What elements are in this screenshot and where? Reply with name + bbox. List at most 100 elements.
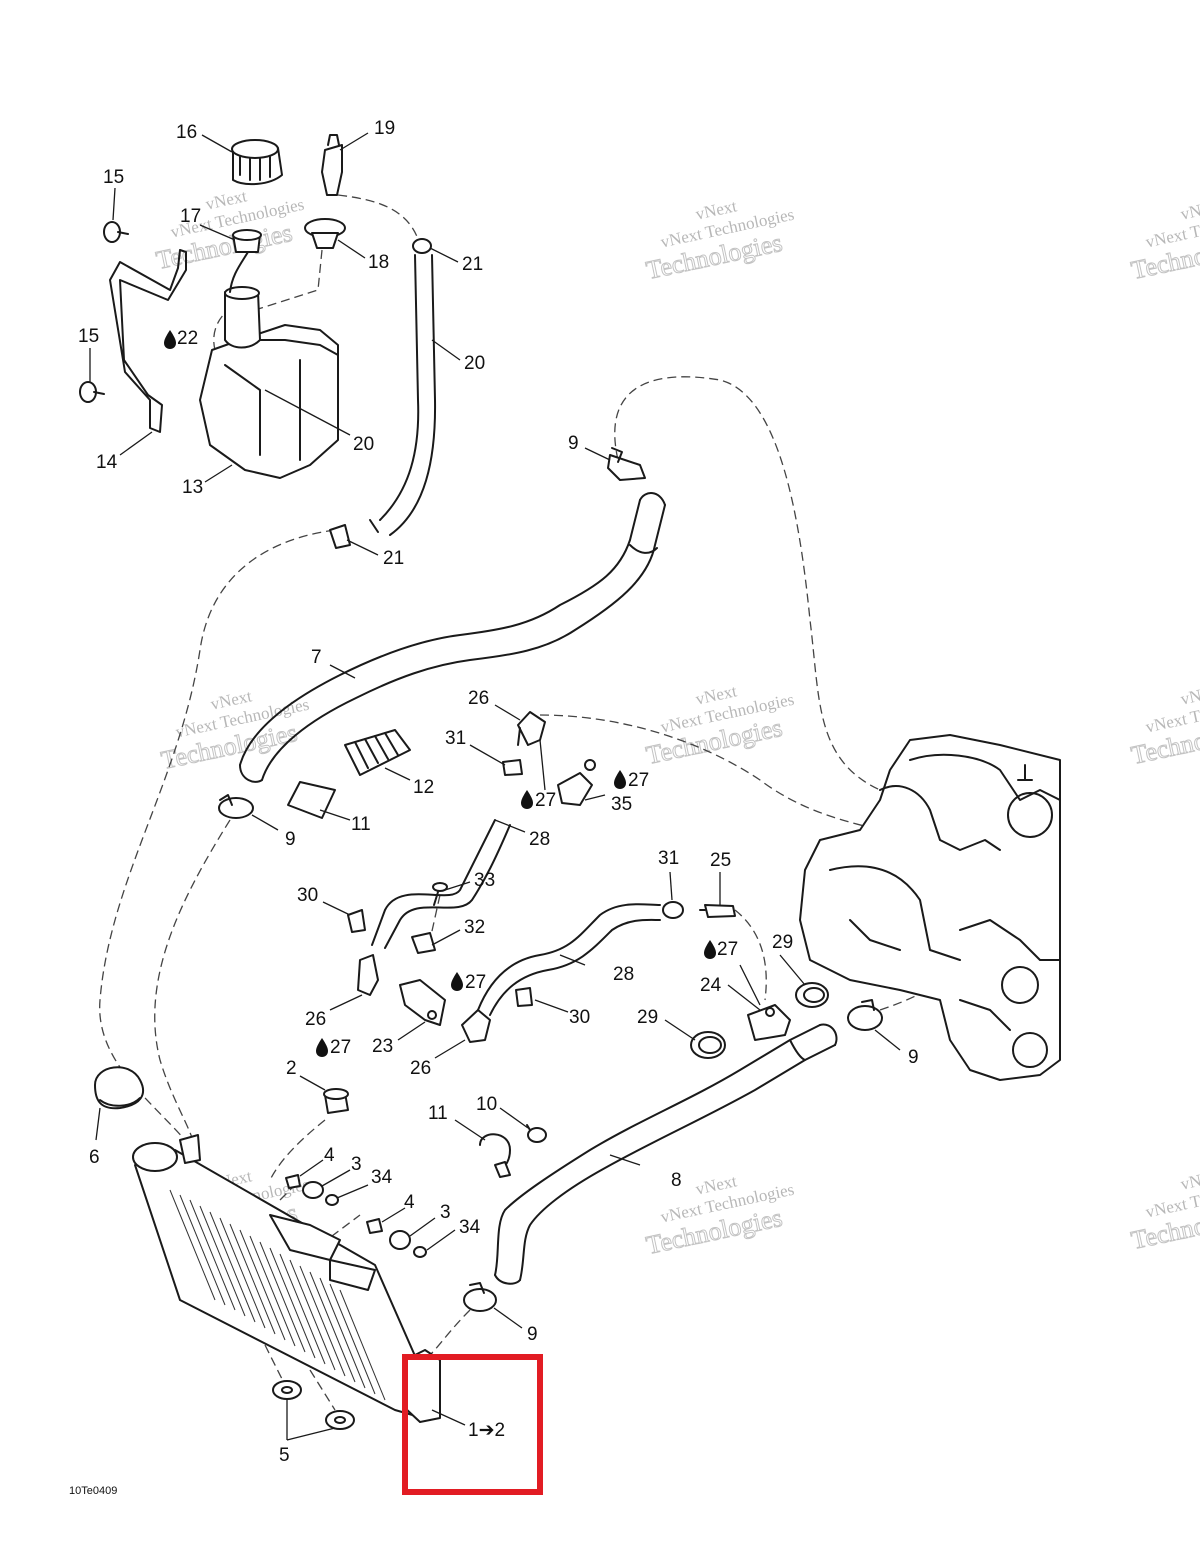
hose-28b-outline-2 xyxy=(489,918,661,1016)
reservoir-ridge-1 xyxy=(239,339,339,356)
mount-5-right xyxy=(325,1410,355,1430)
washer-34-upper xyxy=(325,1194,339,1206)
bracket-23-hole xyxy=(427,1010,437,1020)
grommet-3-lower xyxy=(389,1230,411,1250)
radiator-filler-neck xyxy=(132,1142,178,1172)
watermark-2: vNext vNext Technologies Technologies xyxy=(643,196,796,285)
tie-11-head xyxy=(494,1161,511,1178)
spacer-30-left xyxy=(347,909,366,933)
callout-30-right: 30 xyxy=(569,1007,590,1028)
dash-long-loop xyxy=(614,376,881,791)
callout-9-right: 9 xyxy=(908,1047,919,1068)
callout-13: 13 xyxy=(182,477,203,498)
dash-9-radiator xyxy=(429,1309,471,1356)
callout-3-upper: 3 xyxy=(351,1154,362,1175)
engine-bolt-stud xyxy=(1017,764,1033,781)
hose-28b-outline-1 xyxy=(477,903,661,1011)
radiator-fins xyxy=(169,1189,386,1401)
callout-33: 33 xyxy=(474,870,495,891)
hose-clamp-21-bottom xyxy=(329,524,351,549)
callout-25: 25 xyxy=(710,850,731,871)
hose-clamp-9-bottom xyxy=(463,1282,497,1312)
callout-14: 14 xyxy=(96,452,118,473)
engine-main-body xyxy=(799,734,1061,1081)
dash-grommet-2 xyxy=(309,1369,336,1411)
watermark-text-3a: vNext xyxy=(1179,196,1200,223)
callout-35: 35 xyxy=(611,794,632,815)
highlight-box xyxy=(402,1354,543,1495)
hardware-set-upper xyxy=(285,1174,339,1206)
tank-bracket xyxy=(109,249,187,433)
dash-31-25 xyxy=(734,909,767,1001)
callout-27-c: 27 xyxy=(465,972,486,993)
adapter-24-body xyxy=(747,1004,791,1041)
lower-hose-outline-2 xyxy=(519,1044,836,1281)
bypass-hose-28-lower xyxy=(477,903,661,1016)
tank-cap xyxy=(231,139,283,186)
dash-hardware-1 xyxy=(279,1179,301,1201)
drop-icon-27a xyxy=(521,790,533,809)
protective-sleeve-12 xyxy=(344,729,411,776)
watermark-5: vNext vNext Technologies Technologies xyxy=(643,681,796,770)
lower-hose-outline-1 xyxy=(494,1024,821,1276)
cap-6-body xyxy=(94,1066,145,1110)
callout-19: 19 xyxy=(374,118,395,139)
callout-26-top: 26 xyxy=(468,688,489,709)
callout-26-right: 26 xyxy=(410,1058,431,1079)
watermark-9: vNext vNext Technologies Technologies xyxy=(1128,1166,1200,1255)
callout-21-top: 21 xyxy=(462,254,483,275)
leader-lines xyxy=(89,132,901,1441)
lower-hose-end-top xyxy=(819,1023,838,1046)
clamp-9-bottom-screw xyxy=(469,1282,485,1294)
watermark-text-6a: vNext xyxy=(1179,681,1200,708)
drop-icon-27c xyxy=(451,972,463,991)
clamp-29-left-body xyxy=(690,1031,726,1059)
callout-5: 5 xyxy=(279,1445,290,1466)
callout-6: 6 xyxy=(89,1147,100,1168)
callout-7: 7 xyxy=(311,647,322,668)
breather-hose-outline-2 xyxy=(389,254,437,536)
callout-20-tank: 20 xyxy=(353,434,374,455)
watermark-3: vNext vNext Technologies Technologies xyxy=(1128,196,1200,285)
dash-bolt-bracket xyxy=(429,894,441,941)
lower-hose-end-bottom xyxy=(494,1274,521,1285)
coolant-reservoir xyxy=(199,251,339,479)
breather-fitting-tip xyxy=(327,134,340,146)
callout-24: 24 xyxy=(700,975,722,996)
callout-10: 10 xyxy=(476,1094,497,1115)
sleeve-body xyxy=(344,729,411,776)
watermark-text-9a: vNext xyxy=(1179,1166,1200,1193)
callout-9-top: 9 xyxy=(568,433,579,454)
callout-11-top: 11 xyxy=(351,814,371,835)
radiator-top-inlet xyxy=(179,1134,201,1164)
tank-cap-ribs xyxy=(239,156,271,181)
tee-fitting-35 xyxy=(557,759,596,806)
upper-hose-end-top xyxy=(639,492,666,506)
callout-31-mid: 31 xyxy=(658,848,679,869)
grommet-3-upper xyxy=(302,1181,324,1199)
elbow-26-top xyxy=(517,711,546,746)
elbow-26-left xyxy=(357,954,379,996)
adapter-24-port xyxy=(765,1007,775,1017)
callout-23: 23 xyxy=(372,1036,393,1057)
engine-detail-4 xyxy=(879,785,1001,851)
watermark-1: vNext vNext Technologies Technologies xyxy=(153,186,306,275)
callout-27-d: 27 xyxy=(717,939,738,960)
callout-labels: 16 19 15 17 18 21 22 15 20 20 14 13 9 21… xyxy=(78,118,919,1466)
mount-5-left xyxy=(272,1380,302,1400)
upper-hose-outline-2 xyxy=(261,504,666,781)
spacer-4-upper xyxy=(285,1174,301,1189)
radiator-1 xyxy=(132,1134,441,1423)
elbow-left-body xyxy=(357,954,379,996)
callout-29-left: 29 xyxy=(637,1007,658,1028)
engine-detail-2 xyxy=(829,865,961,961)
reservoir-tube xyxy=(229,251,249,293)
breather-hose-outline-1 xyxy=(379,254,420,521)
callout-27-a: 27 xyxy=(535,790,556,811)
tank-grommet-body xyxy=(311,232,339,249)
bolt-33-shank xyxy=(433,891,439,906)
callout-22: 22 xyxy=(177,328,198,349)
clamp-9-right-body xyxy=(847,1005,883,1031)
rivet-bottom-shank xyxy=(93,391,105,395)
radiator-shroud-tab xyxy=(329,1259,376,1291)
